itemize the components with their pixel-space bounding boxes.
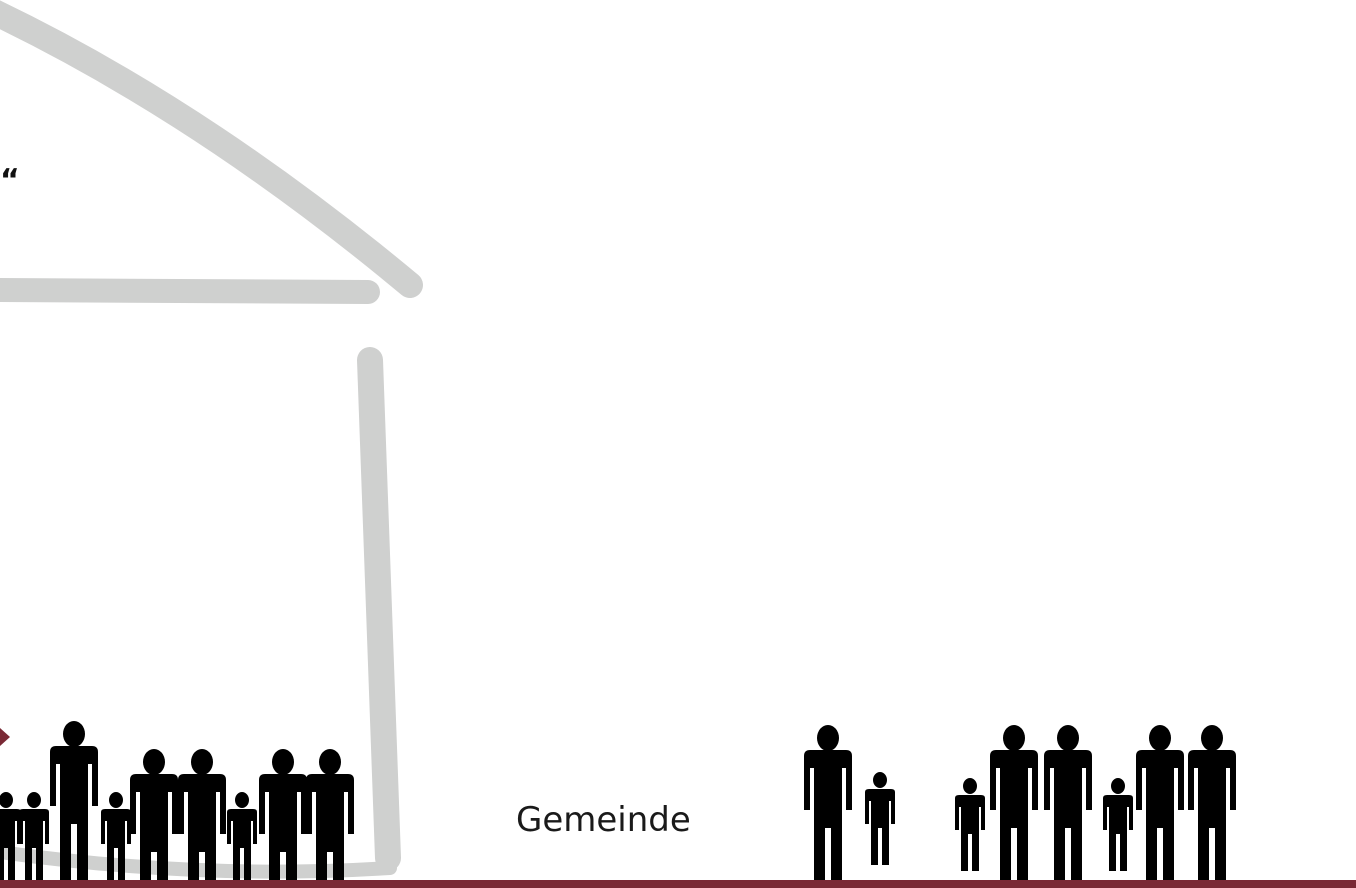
person-silhouette-icon: [955, 778, 985, 871]
person-silhouette-icon: [0, 792, 21, 885]
person-silhouette-icon: [990, 725, 1038, 888]
quote-mark: “: [0, 166, 20, 196]
person-silhouette-icon: [50, 721, 98, 888]
person-silhouette-icon: [19, 792, 49, 885]
person-silhouette-icon: [259, 749, 307, 888]
person-silhouette-icon: [130, 749, 178, 888]
person-silhouette-icon: [101, 792, 131, 885]
house-beam-stroke: [0, 290, 368, 292]
person-silhouette-icon: [865, 772, 895, 865]
community-label: Gemeinde: [516, 800, 691, 840]
house-roof-stroke: [0, 10, 410, 285]
house-wall-stroke: [370, 360, 388, 858]
person-silhouette-icon: [1136, 725, 1184, 888]
people-group-right: [790, 722, 1250, 888]
person-silhouette-icon: [804, 725, 852, 888]
people-group-left: [0, 720, 370, 888]
person-silhouette-icon: [227, 792, 257, 885]
footer-accent-bar: [0, 880, 1356, 888]
person-silhouette-icon: [306, 749, 354, 888]
person-silhouette-icon: [1103, 778, 1133, 871]
person-silhouette-icon: [1188, 725, 1236, 888]
person-silhouette-icon: [178, 749, 226, 888]
person-silhouette-icon: [1044, 725, 1092, 888]
